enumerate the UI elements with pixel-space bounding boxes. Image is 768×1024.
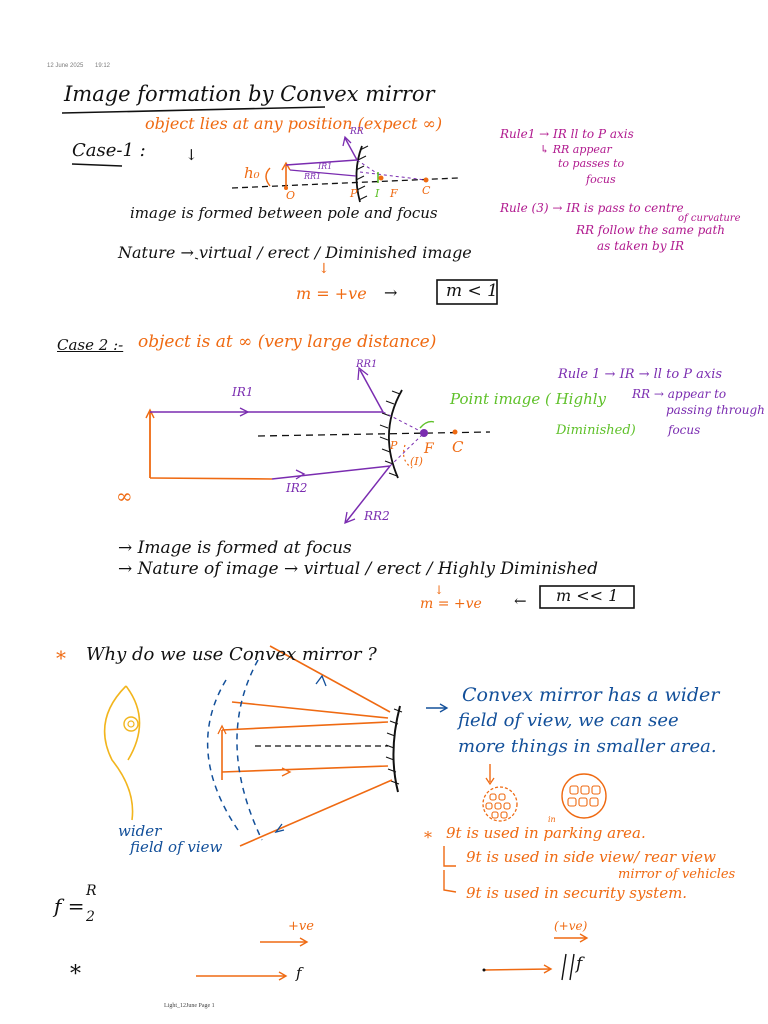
field-of-view-diagram [103, 645, 607, 893]
case2-ir2: IR2 [286, 481, 308, 495]
uses-in-note: in [548, 815, 556, 824]
why-statement-line1: Convex mirror has a wider [462, 684, 720, 706]
case1-image-text: image is formed between pole and focus [130, 204, 438, 222]
case2-infinity: ∞ [116, 484, 133, 508]
case1-underline [71, 163, 123, 167]
case2-formed: → Image is formed at focus [118, 538, 352, 558]
case1-c: C [422, 184, 431, 197]
formula-denominator: 2 [86, 909, 95, 925]
case2-m-arrow: ↓ [434, 583, 445, 597]
sign-f1: f [296, 964, 302, 982]
sign-positive-1: +ve [288, 919, 314, 934]
case1-m-arrow: ↓ [318, 261, 330, 277]
page-time: 19:12 [95, 63, 111, 69]
sign-positive-2: (+ve) [554, 919, 588, 933]
case1-rule3-line1: Rule (3) → IR is pass to centre [500, 201, 684, 215]
why-question: Why do we use Convex mirror ? [86, 644, 377, 665]
page-title: Image formation by Convex mirror [64, 82, 435, 106]
case2-nature: → Nature of image → virtual / erect / Hi… [118, 559, 599, 579]
principal-axis [231, 177, 459, 189]
case1-down-pointer: ↓ [185, 146, 198, 164]
case2-rule-line4: focus [668, 423, 701, 437]
case2-i: (I) [410, 455, 423, 468]
case2-ir1: IR1 [232, 385, 254, 399]
sign-star: * [70, 962, 81, 987]
mirror-3 [392, 705, 401, 793]
case1-rr1: RR1 [304, 172, 322, 181]
use-vehicles: mirror of vehicles [618, 867, 736, 882]
use-parking: 9t is used in parking area. [446, 824, 646, 842]
case1-rule3-line2: of curvature [678, 213, 741, 224]
ir2-ray [271, 465, 391, 480]
use-side-view: 9t is used in side view/ rear view [466, 848, 716, 866]
mirror-2 [388, 389, 403, 479]
case1-rule1-line2: ↳ RR appear [540, 143, 612, 156]
case2-rule-line3: passing through [666, 403, 765, 417]
case1-ir1: IR1 [318, 162, 333, 171]
why-statement-line3: more things in smaller area. [458, 736, 717, 757]
case1-right-arrow: → [384, 283, 398, 302]
formula-numerator: R [86, 883, 97, 899]
case2-object-text: object is at ∞ (very large distance) [138, 332, 437, 352]
case1-rule1-line3: to passes to [558, 157, 625, 170]
mirror [355, 145, 363, 203]
case2-rule-line2: RR → appear to [632, 387, 727, 401]
case2-point-image-1: Point image ( Highly [450, 390, 607, 408]
title-underline [61, 106, 326, 114]
reflected-ray [344, 137, 358, 161]
case2-rule-line1: Rule 1 → IR → ll to P axis [558, 367, 723, 382]
case1-i: I [375, 187, 380, 200]
mirror-hatch [355, 145, 369, 201]
sign-arrows [196, 933, 589, 981]
case1-p: P [350, 187, 358, 200]
case1-rule3-line4: as taken by IR [597, 239, 685, 253]
case1-rule3-line3: RR follow the same path [576, 223, 725, 237]
use-security: 9t is used in security system. [466, 884, 688, 902]
case2-m-box: m << 1 [556, 586, 619, 605]
wider-line1: wider [118, 822, 162, 840]
case1-rule1-line4: focus [586, 173, 616, 186]
uses-star: * [424, 828, 432, 847]
case1-o: O [286, 189, 296, 202]
case1-diagram [231, 135, 459, 203]
why-statement-line2: field of view, we can see [458, 710, 679, 731]
case2-label: Case 2 :- [57, 336, 124, 354]
rr2-ray [345, 465, 391, 523]
case1-ho: h₀ [244, 164, 260, 182]
page-footer: Light_12June Page 1 [164, 1003, 215, 1009]
case1-rr: RR [350, 127, 364, 137]
case1-label: Case-1 : [72, 140, 146, 161]
case2-rr1: RR1 [356, 359, 378, 370]
wider-line2: field of view [130, 838, 223, 856]
rr1-ray [359, 369, 384, 413]
case1-m-value: m = +ve [296, 284, 367, 303]
axis-2 [257, 431, 491, 437]
case2-left-arrow: ← [514, 592, 527, 610]
case2-m-value: m = +ve [420, 596, 482, 612]
case2-rr2: RR2 [364, 509, 390, 523]
incident-ray-2 [289, 169, 357, 177]
case2-f: F [424, 441, 434, 457]
case1-f: F [390, 187, 398, 200]
case1-rule1-line1: Rule1 → IR ll to P axis [500, 127, 634, 141]
case1-object-text: object lies at any position (expect ∞) [145, 114, 443, 133]
incident-ray-1 [285, 159, 358, 166]
case1-nature: Nature → virtual / erect / Diminished im… [118, 243, 472, 262]
case2-point-image-2: Diminished) [556, 423, 636, 438]
page-date: 12 June 2025 [47, 63, 84, 69]
case2-c: C [452, 438, 464, 456]
sign-f2: f [576, 954, 583, 974]
why-star: * [56, 646, 66, 670]
case2-diagram [145, 366, 491, 525]
case2-mbox [539, 585, 635, 609]
case1-mbox [436, 279, 498, 305]
case2-p: P [390, 439, 398, 452]
case1-m-box: m < 1 [446, 281, 498, 301]
formula-f: f = [54, 894, 85, 918]
